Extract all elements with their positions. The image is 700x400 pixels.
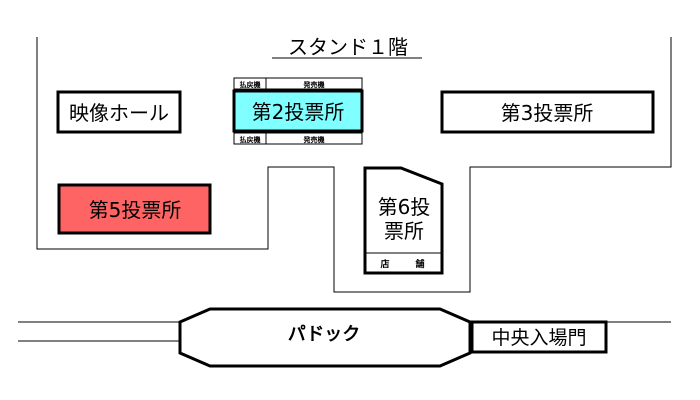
paddock-label: パドック	[288, 324, 361, 345]
floor-title: スタンド１階	[288, 35, 408, 59]
main-gate-label: 中央入場門	[491, 327, 586, 349]
main-gate-box	[470, 320, 608, 354]
building-outline	[36, 37, 672, 293]
booth-3-box	[440, 90, 655, 134]
video-hall-box	[56, 90, 182, 134]
booth-6-box	[363, 166, 444, 275]
booth-6[interactable]: 第6投 票所 店 舗	[363, 166, 444, 275]
booth-3-label: 第3投票所	[501, 101, 594, 125]
booth-5-box	[57, 183, 212, 235]
booth-6-label-line2: 票所	[384, 219, 424, 243]
booth-5[interactable]: 第5投票所	[57, 183, 212, 235]
paddock-shape	[178, 307, 472, 368]
paddock[interactable]: パドック	[178, 307, 472, 368]
video-hall-label: 映像ホール	[69, 101, 169, 125]
machine-strip-bottom	[233, 132, 363, 145]
ticket-machine-bottom-label: 発売機	[303, 135, 325, 144]
booth-2-box	[232, 89, 364, 133]
booth-6-label-line1: 第6投	[378, 195, 431, 219]
refund-machine-top-label: 払戻機	[240, 80, 261, 89]
refund-machine-bottom-label: 払戻機	[240, 135, 261, 144]
machine-strip-top	[233, 77, 363, 90]
booth-2-label: 第2投票所	[252, 100, 345, 124]
main-gate[interactable]: 中央入場門	[470, 320, 608, 354]
shop-label-char2: 舗	[414, 258, 424, 270]
booth-2[interactable]: 払戻機 発売機 第2投票所 払戻機 発売機	[232, 77, 364, 145]
video-hall[interactable]: 映像ホール	[56, 90, 182, 134]
ticket-machine-top-label: 発売機	[303, 80, 325, 89]
booth-5-label: 第5投票所	[89, 198, 182, 222]
booth-3[interactable]: 第3投票所	[440, 90, 655, 134]
shop-label-char1: 店	[380, 258, 389, 270]
